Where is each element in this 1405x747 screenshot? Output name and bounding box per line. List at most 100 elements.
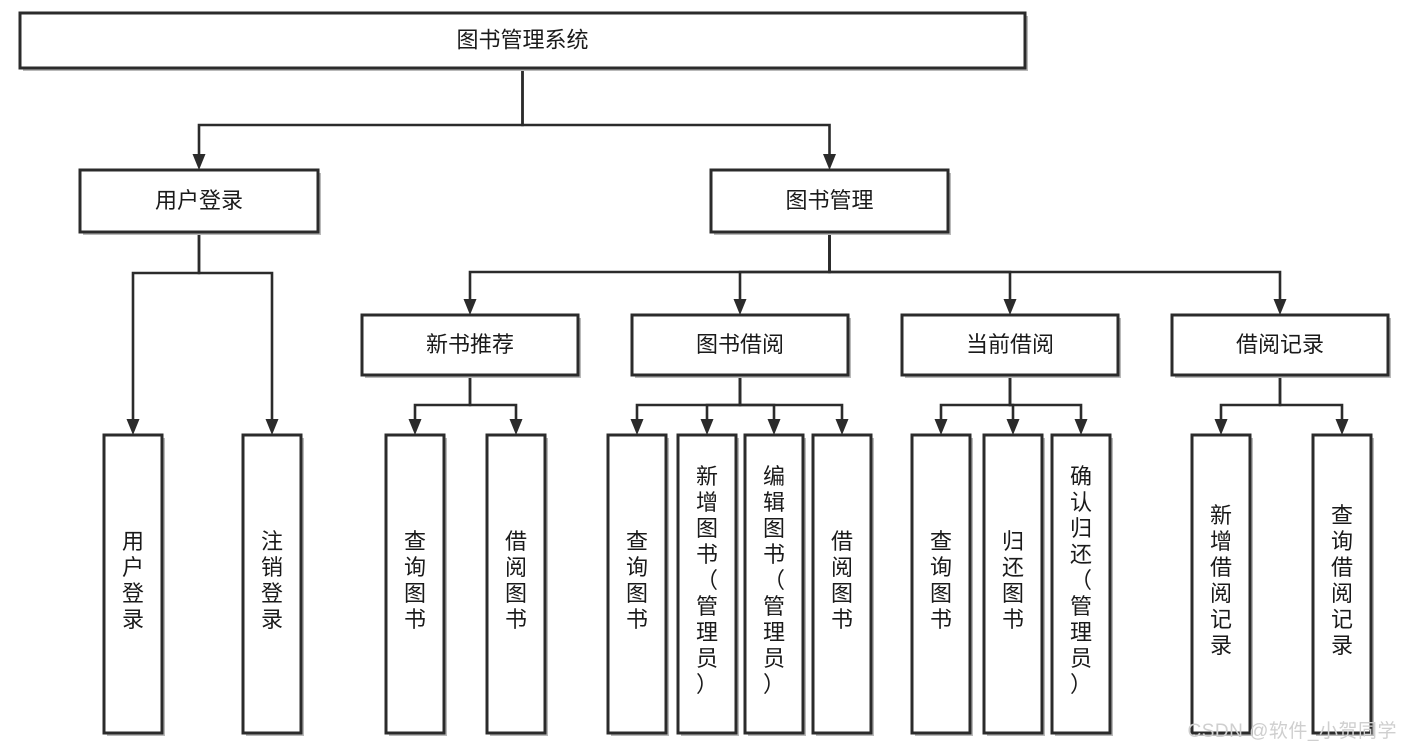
- edge-book_borrow-to-leaf_add_book: [700, 375, 742, 435]
- edge-book_borrow-to-leaf_borrow_book_2: [738, 375, 849, 435]
- edge-arrowhead: [192, 154, 206, 170]
- node-label: 查询图书: [626, 529, 648, 632]
- edge-current_borrow-to-leaf_query_book_3: [934, 375, 1012, 435]
- node-leaf-add-book[interactable]: 新增图书（管理员）: [676, 433, 739, 736]
- edge-arrowhead: [1214, 419, 1228, 435]
- node-label: 新增借阅记录: [1210, 503, 1232, 658]
- node-book-manage[interactable]: 图书管理: [709, 168, 951, 235]
- edge-new_book_rec-to-leaf_query_book_1: [408, 375, 472, 435]
- edge-line: [738, 232, 831, 299]
- node-leaf-query-book-1[interactable]: 查询图书: [384, 433, 447, 736]
- node-user-login[interactable]: 用户登录: [78, 168, 321, 235]
- edge-line: [939, 375, 1012, 419]
- node-borrow-record[interactable]: 借阅记录: [1170, 313, 1391, 378]
- edge-arrowhead: [126, 419, 140, 435]
- node-box[interactable]: [18, 11, 1027, 70]
- node-label: 图书管理: [785, 188, 873, 213]
- edge-line: [738, 375, 844, 419]
- node-leaf-confirm-return[interactable]: 确认归还（管理员）: [1050, 433, 1113, 736]
- node-box[interactable]: [1190, 433, 1252, 735]
- edge-line: [468, 232, 831, 299]
- node-label: 用户登录: [155, 188, 243, 213]
- edge-borrow_record-to-leaf_query_record: [1278, 375, 1349, 435]
- node-box[interactable]: [78, 168, 320, 234]
- edge-new_book_rec-to-leaf_borrow_book_1: [468, 375, 523, 435]
- edge-line: [705, 375, 742, 419]
- node-leaf-logout[interactable]: 注销登录: [241, 433, 304, 736]
- node-leaf-edit-book[interactable]: 编辑图书（管理员）: [743, 433, 806, 736]
- node-new-book-rec[interactable]: 新书推荐: [360, 313, 581, 378]
- edge-arrowhead: [1006, 419, 1020, 435]
- node-label: 图书管理系统: [456, 27, 588, 52]
- edge-arrowhead: [1335, 419, 1349, 435]
- node-book-borrow[interactable]: 图书借阅: [630, 313, 851, 378]
- edge-arrowhead: [630, 419, 644, 435]
- node-label: 借阅图书: [831, 529, 853, 632]
- node-leaf-add-record[interactable]: 新增借阅记录: [1190, 433, 1253, 736]
- node-box[interactable]: [910, 433, 972, 735]
- node-label: 用户登录: [122, 529, 144, 632]
- node-leaf-borrow-book-2[interactable]: 借阅图书: [811, 433, 874, 736]
- node-leaf-return-book[interactable]: 归还图书: [982, 433, 1045, 736]
- node-leaf-query-book-2[interactable]: 查询图书: [606, 433, 669, 736]
- edge-arrowhead: [1003, 299, 1017, 315]
- node-label: 借阅记录: [1236, 332, 1324, 357]
- edge-arrowhead: [767, 419, 781, 435]
- edge-line: [1008, 375, 1083, 419]
- node-box[interactable]: [676, 433, 738, 735]
- node-box[interactable]: [743, 433, 805, 735]
- node-leaf-user-login[interactable]: 用户登录: [102, 433, 165, 736]
- edge-arrowhead: [1074, 419, 1088, 435]
- node-box[interactable]: [630, 313, 850, 377]
- edge-borrow_record-to-leaf_add_record: [1214, 375, 1282, 435]
- edge-arrowhead: [509, 419, 523, 435]
- edge-arrowhead: [1273, 299, 1287, 315]
- node-label: 新增图书（管理员）: [696, 464, 718, 697]
- edge-line: [521, 68, 831, 154]
- node-label: 注销登录: [261, 529, 283, 632]
- edge-line: [738, 375, 776, 419]
- node-label: 查询图书: [930, 529, 952, 632]
- edge-book_manage-to-borrow_record: [828, 232, 1287, 315]
- edge-user_login-to-leaf_logout: [197, 232, 279, 435]
- edge-root-to-user_login: [192, 68, 524, 170]
- edge-line: [413, 375, 472, 419]
- node-box[interactable]: [900, 313, 1120, 377]
- node-label: 编辑图书（管理员）: [763, 464, 785, 697]
- edge-line: [828, 232, 1012, 299]
- edge-layer: [126, 68, 1349, 435]
- node-box[interactable]: [384, 433, 446, 735]
- node-box[interactable]: [606, 433, 668, 735]
- node-leaf-borrow-book-1[interactable]: 借阅图书: [485, 433, 548, 736]
- node-box[interactable]: [811, 433, 873, 735]
- edge-user_login-to-leaf_user_login: [126, 232, 201, 435]
- node-current-borrow[interactable]: 当前借阅: [900, 313, 1121, 378]
- node-root[interactable]: 图书管理系统: [18, 11, 1028, 71]
- edge-arrowhead: [700, 419, 714, 435]
- edge-book_manage-to-book_borrow: [733, 232, 831, 315]
- node-box[interactable]: [1050, 433, 1112, 735]
- edge-line: [1278, 375, 1344, 419]
- edge-line: [828, 232, 1282, 299]
- edge-book_manage-to-current_borrow: [828, 232, 1017, 315]
- edge-line: [197, 68, 524, 154]
- edge-arrowhead: [835, 419, 849, 435]
- node-box[interactable]: [1311, 433, 1373, 735]
- edge-root-to-book_manage: [521, 68, 836, 170]
- edge-line: [197, 232, 274, 419]
- node-label: 查询借阅记录: [1331, 503, 1353, 658]
- node-box[interactable]: [982, 433, 1044, 735]
- node-box[interactable]: [241, 433, 303, 735]
- node-box[interactable]: [1170, 313, 1390, 377]
- edge-arrowhead: [934, 419, 948, 435]
- node-box[interactable]: [360, 313, 580, 377]
- edge-arrowhead: [408, 419, 422, 435]
- node-box[interactable]: [102, 433, 164, 735]
- node-box[interactable]: [709, 168, 950, 234]
- node-leaf-query-book-3[interactable]: 查询图书: [910, 433, 973, 736]
- node-leaf-query-record[interactable]: 查询借阅记录: [1311, 433, 1374, 736]
- node-box[interactable]: [485, 433, 547, 735]
- edge-line: [1219, 375, 1282, 419]
